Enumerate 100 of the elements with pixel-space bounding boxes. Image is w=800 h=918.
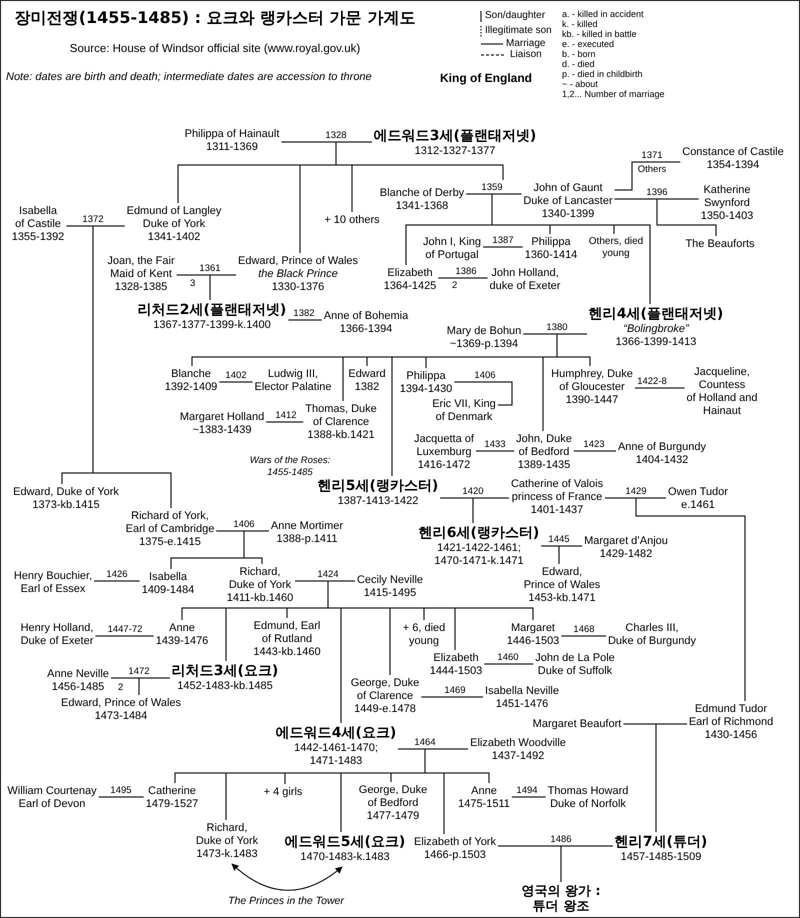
person-name: Humphrey, Duke of Gloucester 1390-1447 [551, 368, 633, 407]
edge-label: 1433 [484, 439, 506, 450]
marriage-line [475, 450, 515, 452]
person-name: Elizabeth Woodville 1437-1492 [470, 737, 566, 763]
legend-text: Liaison [510, 49, 542, 61]
person-name: Edward, Prince of Wales 1473-1484 [60, 697, 182, 723]
person-name: Owen Tudor e.1461 [668, 486, 728, 512]
person-name: Isabella 1409-1484 [142, 571, 194, 597]
person-name: Henry Bouchier, Earl of Essex [14, 570, 92, 596]
abbreviation-key: e. - executed [562, 39, 614, 49]
person-name: Edmund of Langley Duke of York 1341-1402 [126, 205, 222, 244]
person-name: Ludwig III, Elector Palatine [254, 368, 332, 394]
person-name: Anne Neville 1456-1485 [47, 668, 109, 694]
descent-line [492, 194, 650, 304]
person-name: Richard, Duke of York 1411-kb.1460 [226, 566, 294, 605]
person-name: Richard, Duke of York 1473-k.1483 [196, 822, 258, 861]
person-name: Cecily Neville 1415-1495 [356, 574, 424, 600]
person-name: John of Gaunt Duke of Lancaster 1340-1399 [523, 182, 613, 221]
person-name: Blanche 1392-1409 [164, 368, 218, 394]
edge-label: 1494 [516, 785, 538, 796]
marriage-line [420, 696, 484, 698]
edge-label: 1372 [82, 214, 104, 225]
edge-label: 1423 [583, 439, 605, 450]
edge-label: 1495 [110, 785, 132, 796]
descent-line [398, 748, 490, 784]
edge-label: 1420 [462, 486, 484, 497]
person-name: Anne of Burgundy 1404-1432 [618, 441, 706, 467]
abbreviation-key: d. - died [562, 59, 595, 69]
marriage-number: 3 [190, 278, 196, 289]
edge-label: 1412 [275, 410, 297, 421]
person-name: Eric VII, King of Denmark [432, 398, 496, 424]
edge-label: 1406 [233, 519, 255, 530]
person-name: Joan, the Fair Maid of Kent 1328-1385 [107, 255, 175, 294]
edge-label: 1445 [548, 534, 570, 545]
edge-note: Others [638, 164, 666, 175]
person-name: Thomas, Duke of Clarence 1388-kb.1421 [305, 403, 377, 442]
edge-label: 1468 [573, 624, 595, 635]
descent-line [540, 546, 560, 564]
person-name: Edward 1382 [348, 368, 386, 394]
person-name: Henry Holland, Duke of Exeter [20, 622, 94, 648]
edge-label: 1387 [492, 235, 514, 246]
person-name: Richard of York, Earl of Cambridge 1375-e.1415 [126, 510, 214, 549]
descent-line [560, 846, 614, 882]
marriage-line [614, 162, 681, 190]
edge-label: 1460 [497, 652, 519, 663]
edge-label: 1359 [481, 182, 503, 193]
descent-line [656, 724, 688, 832]
marriage-line [573, 450, 616, 452]
person-name: Edward, Prince of Wales the Black Prince 1330-1376 [238, 255, 358, 294]
person-name: Elizabeth 1444-1503 [430, 652, 482, 678]
abbreviation-key: a. - killed in accident [562, 9, 644, 19]
edge-label: 1402 [225, 370, 247, 381]
person-name: Blanche of Derby 1341-1368 [380, 187, 464, 213]
edge-label: 1464 [414, 737, 436, 748]
person-name: Margaret d’Anjou 1429-1482 [584, 535, 668, 561]
person-name: William Courtenay Earl of Devon [7, 785, 97, 811]
abbreviation-key: 1,2... Number of marriage [562, 89, 665, 99]
edge-label: 1426 [106, 569, 128, 580]
edge-label: 1429 [625, 486, 647, 497]
person-name: Charles III, Duke of Burgundy [608, 622, 696, 648]
person-name: Anne 1475-1511 [458, 785, 510, 811]
person-name: George, Duke of Bedford 1477-1479 [358, 784, 428, 823]
person-name: Edmund, Earl of Rutland 1443-kb.1460 [253, 620, 321, 659]
legend-text: Marriage [506, 38, 546, 50]
person-name: + 4 girls [264, 786, 302, 799]
king-name: 헨리6세(랭카스터) 1421-1422-1461; 1470-1471-k.1471 [418, 525, 540, 568]
marriage-number: 2 [452, 280, 458, 291]
person-name: Edward, Prince of Wales 1453-kb.1471 [524, 566, 600, 605]
person-name: John de La Pole Duke of Suffolk [535, 652, 615, 678]
person-name: Anne Mortimer 1388-p.1411 [270, 520, 344, 546]
king-name: 리처드3세(요크) 1452-1483-kb.1485 [172, 663, 278, 693]
person-name: Mary de Bohun ~1369-p.1394 [446, 325, 522, 351]
king-name: 에드워드5세(요크) 1470-1483-k.1483 [284, 834, 406, 864]
person-name: George, Duke of Clarence 1449-e.1478 [350, 677, 420, 716]
marriage-line [98, 796, 144, 798]
king-name: 헨리4세(플랜태저넷) “Bolingbroke” 1366-1399-1413 [588, 306, 724, 349]
dynasty-name: 영국의 왕가 : 튜더 왕조 [521, 884, 601, 914]
descent-line [440, 498, 474, 524]
king-name: 리처드2세(플랜태저넷) 1367-1377-1399-k.1400 [138, 302, 286, 332]
king-name: 헨리7세(튜더) 1457-1485-1509 [614, 834, 708, 864]
edge-label: 1371 [641, 150, 663, 161]
person-name: Margaret Holland ~1383-1439 [180, 411, 264, 437]
person-name: John I, King of Portugal [422, 236, 482, 262]
descent-line [216, 530, 262, 564]
edge-label: 1380 [546, 322, 568, 333]
person-name: Constance of Castile 1354-1394 [682, 146, 784, 172]
descent-line [92, 226, 172, 508]
person-name: The Beauforts [685, 238, 755, 251]
descent-line [294, 580, 534, 620]
legend-text: Illegitimate son [485, 25, 552, 37]
source-note: Source: House of Windsor official site (www.royal.gov.uk) [70, 43, 360, 56]
person-name: Isabella Neville 1451-1476 [485, 685, 559, 711]
person-name: + 10 others [324, 214, 380, 227]
abbreviation-key: b. - born [562, 49, 596, 59]
note: Note: dates are birth and death; intermediate dates are accession to throne [6, 71, 372, 84]
person-name: Philippa 1394-1430 [400, 370, 452, 396]
abbreviation-key: kb. - killed in battle [562, 29, 637, 39]
edge-label: 1447-72 [108, 624, 142, 635]
descent-line [210, 274, 236, 300]
edge-label: 1422-8 [637, 376, 667, 387]
